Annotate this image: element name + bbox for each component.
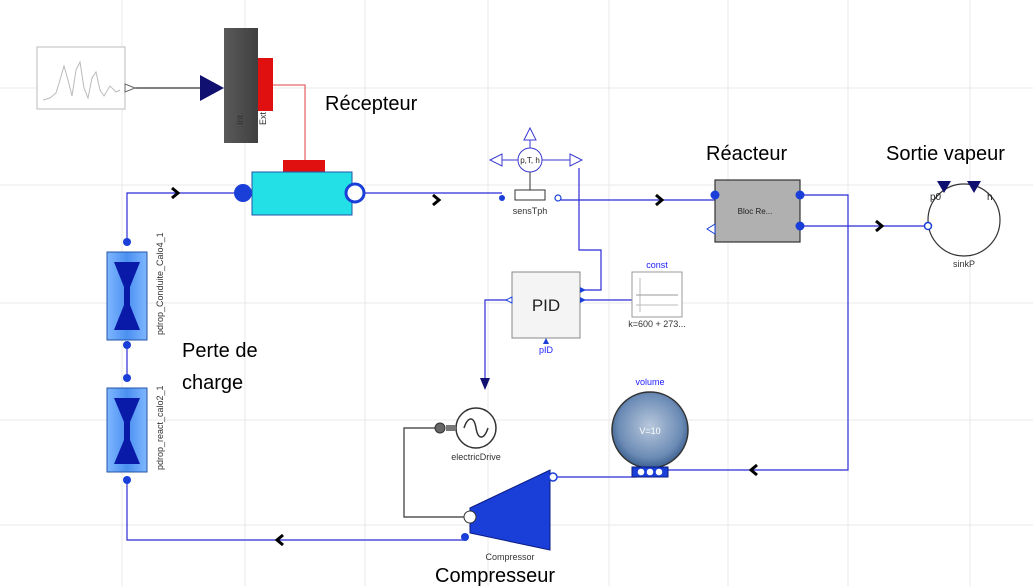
- sink-block[interactable]: p0 h sinkP: [923, 181, 1001, 269]
- sortie-vapeur-label: Sortie vapeur: [886, 143, 1005, 165]
- reactor-block-text: Bloc Re...: [738, 207, 773, 216]
- heliostat-block[interactable]: Int Ext: [200, 28, 273, 143]
- signal-source-block[interactable]: [36, 46, 137, 110]
- perte-label-line1: Perte de: [182, 340, 258, 362]
- pid-text: PID: [532, 296, 560, 315]
- sink-p0-label: p0: [930, 192, 942, 203]
- electric-drive-block[interactable]: electricDrive: [434, 378, 501, 462]
- pid-name-label: pID: [539, 345, 554, 355]
- pipe1-block[interactable]: pdrop_Conduite_Calo4_1: [106, 232, 165, 349]
- const-block[interactable]: const k=600 + 273...: [628, 260, 686, 329]
- flow-arrows: [171, 186, 885, 547]
- compresseur-label: Compresseur: [435, 565, 555, 586]
- sensor-name-label: sensTph: [513, 206, 548, 216]
- const-name-label: const: [646, 260, 668, 270]
- volume-block[interactable]: volume V=10: [611, 377, 689, 478]
- reacteur-label: Réacteur: [706, 143, 787, 165]
- compressor-name-label: Compressor: [485, 552, 534, 562]
- pipe2-block[interactable]: pdrop_react_calo2_1: [106, 374, 165, 484]
- sink-name-label: sinkP: [953, 259, 975, 269]
- compressor-block[interactable]: Compressor: [461, 469, 558, 562]
- recepteur-label: Récepteur: [325, 93, 418, 115]
- sink-h-label: h: [987, 192, 993, 203]
- perte-label-line2: charge: [182, 372, 243, 394]
- receiver-block[interactable]: [234, 160, 366, 216]
- sensor-block[interactable]: p,T, h sensTph: [488, 126, 584, 216]
- pipe1-name-label: pdrop_Conduite_Calo4_1: [155, 232, 165, 335]
- pid-block[interactable]: PID pID: [504, 271, 586, 355]
- heliostat-in-label: Int: [235, 114, 245, 125]
- sensor-text: p,T, h: [520, 156, 540, 165]
- const-value-label: k=600 + 273...: [628, 319, 686, 329]
- reactor-block[interactable]: Bloc Re...: [706, 179, 805, 243]
- pipe2-name-label: pdrop_react_calo2_1: [155, 385, 165, 470]
- volume-value-label: V=10: [639, 426, 660, 436]
- volume-name-label: volume: [635, 377, 664, 387]
- connection-wires: [126, 84, 928, 541]
- drive-name-label: electricDrive: [451, 452, 501, 462]
- heliostat-ext-label: Ext: [258, 111, 268, 125]
